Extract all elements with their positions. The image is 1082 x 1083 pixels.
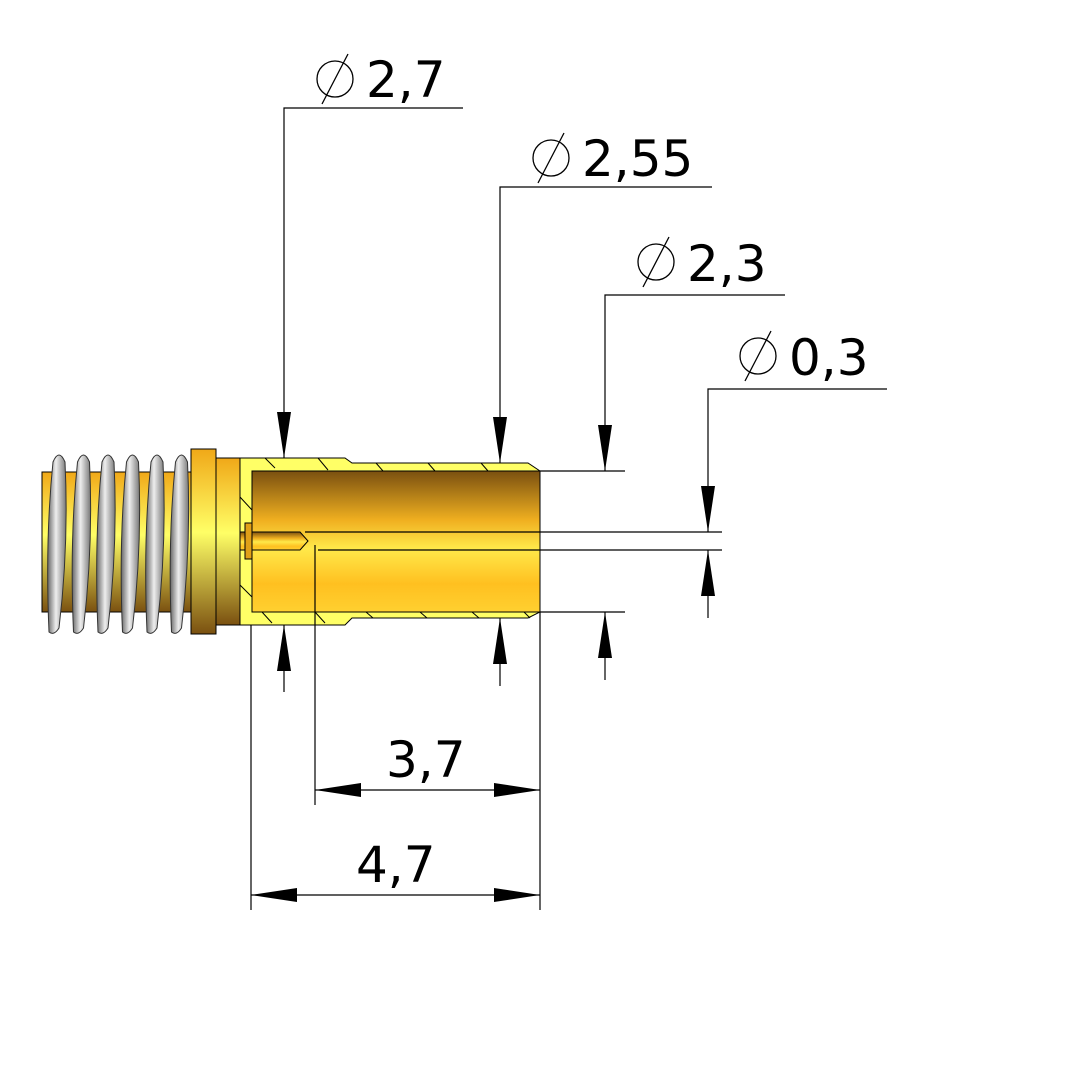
dimension-arrows — [251, 412, 715, 902]
dim-len-total: 4,7 — [356, 836, 436, 894]
spring-coil — [96, 454, 116, 634]
spring-coil — [47, 454, 67, 634]
hatching — [239, 457, 531, 624]
dim-len-bore: 3,7 — [386, 731, 466, 789]
dim-dia-pin: 0,3 — [789, 329, 869, 387]
pin-base — [244, 522, 253, 560]
spring-coil — [71, 454, 92, 634]
spring-coil — [120, 454, 141, 634]
barrel-section — [239, 457, 541, 626]
center-pin — [239, 531, 309, 551]
diameter-icon — [739, 330, 777, 382]
dim-dia-outer: 2,7 — [366, 51, 446, 109]
spring-coil — [145, 454, 165, 634]
collar — [215, 457, 241, 626]
plunger-core — [41, 471, 193, 613]
diameter-icon — [532, 132, 570, 184]
diameter-symbols — [316, 53, 777, 382]
diameter-icon — [637, 236, 675, 288]
dimension-lines — [250, 107, 887, 910]
spring-coils — [47, 454, 190, 634]
spring-assembly — [41, 454, 193, 634]
flange — [190, 448, 217, 635]
spring-coil — [169, 454, 190, 634]
diameter-icon — [316, 53, 354, 105]
dim-dia-bore: 2,3 — [687, 235, 767, 293]
dim-dia-body: 2,55 — [582, 130, 693, 188]
